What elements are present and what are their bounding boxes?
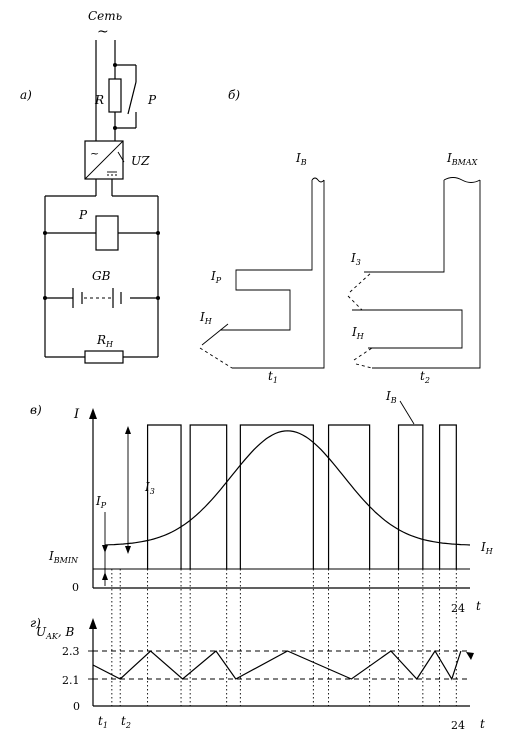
- contact-p-label: P: [147, 93, 157, 107]
- current-x-end-label: 24: [451, 602, 465, 615]
- panel-a-label: а): [20, 88, 32, 102]
- y-axis-arrow: [89, 408, 97, 419]
- voltage-end-arrow: [466, 652, 474, 660]
- loop-right-top: [364, 180, 445, 273]
- panel-g-label: г): [30, 616, 41, 630]
- ib-label-chart: IB: [385, 389, 397, 405]
- rectifier-diagonal: [84, 140, 124, 180]
- i3-label-right: I3: [350, 251, 361, 267]
- ip-label: IР: [210, 269, 222, 285]
- ih-label-left: IН: [199, 310, 213, 326]
- current-arrow: [349, 271, 373, 293]
- ip-label-chart: IP: [95, 494, 107, 510]
- battery-voltage-curve: [92, 649, 462, 681]
- ibmax-label: IBMAX: [446, 151, 478, 167]
- tick-2-3: 2.3: [62, 645, 80, 658]
- i3-arrow-head: [125, 426, 131, 434]
- current-zero-label: 0: [72, 581, 79, 594]
- projection-lines: [111, 569, 457, 706]
- resistor-r: [108, 78, 122, 113]
- t1-axis-label: t1: [98, 714, 108, 730]
- loop-left-outer: [232, 180, 325, 369]
- charge-pulse: [397, 424, 424, 569]
- charge-pulse: [327, 424, 371, 569]
- i3-arrow-head: [125, 546, 131, 554]
- break-mark: [311, 177, 325, 183]
- voltage-x-end-label: 24: [451, 719, 465, 732]
- resistor-r-label: R: [94, 93, 104, 107]
- relay-p-label: P: [78, 208, 88, 222]
- current-arrow: [201, 323, 229, 346]
- ac-tilde-symbol: ~: [97, 24, 109, 40]
- ih-label-chart: IН: [480, 540, 494, 556]
- ip-arrow-head: [102, 572, 108, 580]
- charge-pulse: [438, 424, 457, 569]
- voltage-y-label: UAK, В: [36, 625, 75, 641]
- ih-label-right: IН: [351, 325, 365, 341]
- voltage-x-label: t: [480, 717, 485, 731]
- break-mark: [443, 177, 481, 183]
- ib-leader: [399, 400, 415, 425]
- current-y-label: I: [73, 407, 80, 422]
- circuit-diagram: а) Сеть ~ R P ~ UZ: [20, 9, 160, 364]
- current-arrow: [347, 295, 363, 311]
- i3-label-chart: I3: [144, 480, 155, 496]
- charge-pulse: [146, 424, 182, 569]
- loop-right-outer: [372, 180, 481, 369]
- panel-b-label: б): [228, 88, 240, 102]
- charge-pulse: [189, 424, 228, 569]
- ip-arrow-head: [102, 545, 108, 553]
- charge-pulses: [146, 424, 457, 569]
- loop-right-inner: [352, 309, 463, 349]
- t2-label: t2: [420, 369, 430, 385]
- load-resistor-rh: [84, 350, 124, 364]
- load-current-curve: [104, 430, 471, 546]
- current-chart: в) I t 0 24 IBMIN IP I3 IB IН: [30, 389, 494, 615]
- ibmin-label: IBMIN: [48, 549, 79, 565]
- load-rh-label: RН: [96, 333, 114, 349]
- hysteresis-loop-right: IBMAX I3 IН t2: [347, 151, 481, 385]
- current-x-label: t: [476, 599, 481, 613]
- ib-label: IВ: [295, 151, 307, 167]
- y-axis-arrow: [89, 618, 97, 629]
- hysteresis-loop-left: IВ IР IН t1: [199, 151, 325, 385]
- charge-pulse: [239, 424, 314, 569]
- panel-v-label: в): [30, 403, 42, 417]
- network-label: Сеть: [88, 9, 122, 23]
- relay-coil-p: [95, 215, 119, 251]
- rectifier-ac-symbol: ~: [90, 147, 99, 160]
- battery-gb-label: GB: [92, 269, 111, 283]
- voltage-chart: г) UAK, В t 2.3 2.1 0 24 t1 t2: [30, 616, 485, 732]
- relay-contact-p: [127, 81, 137, 115]
- relay-characteristics: б) IВ IР IН t1 IBMAX I3 IН t2: [199, 88, 481, 385]
- loop-left-path: [220, 180, 313, 331]
- rectifier-lead: [117, 151, 125, 163]
- rectifier-uz-label: UZ: [131, 154, 150, 168]
- current-arrow: [355, 363, 373, 369]
- current-arrow: [353, 347, 373, 361]
- tick-2-1: 2.1: [62, 674, 80, 687]
- tick-0: 0: [73, 700, 80, 713]
- current-arrow: [199, 347, 233, 369]
- t1-label: t1: [268, 369, 278, 385]
- t2-axis-label: t2: [121, 714, 131, 730]
